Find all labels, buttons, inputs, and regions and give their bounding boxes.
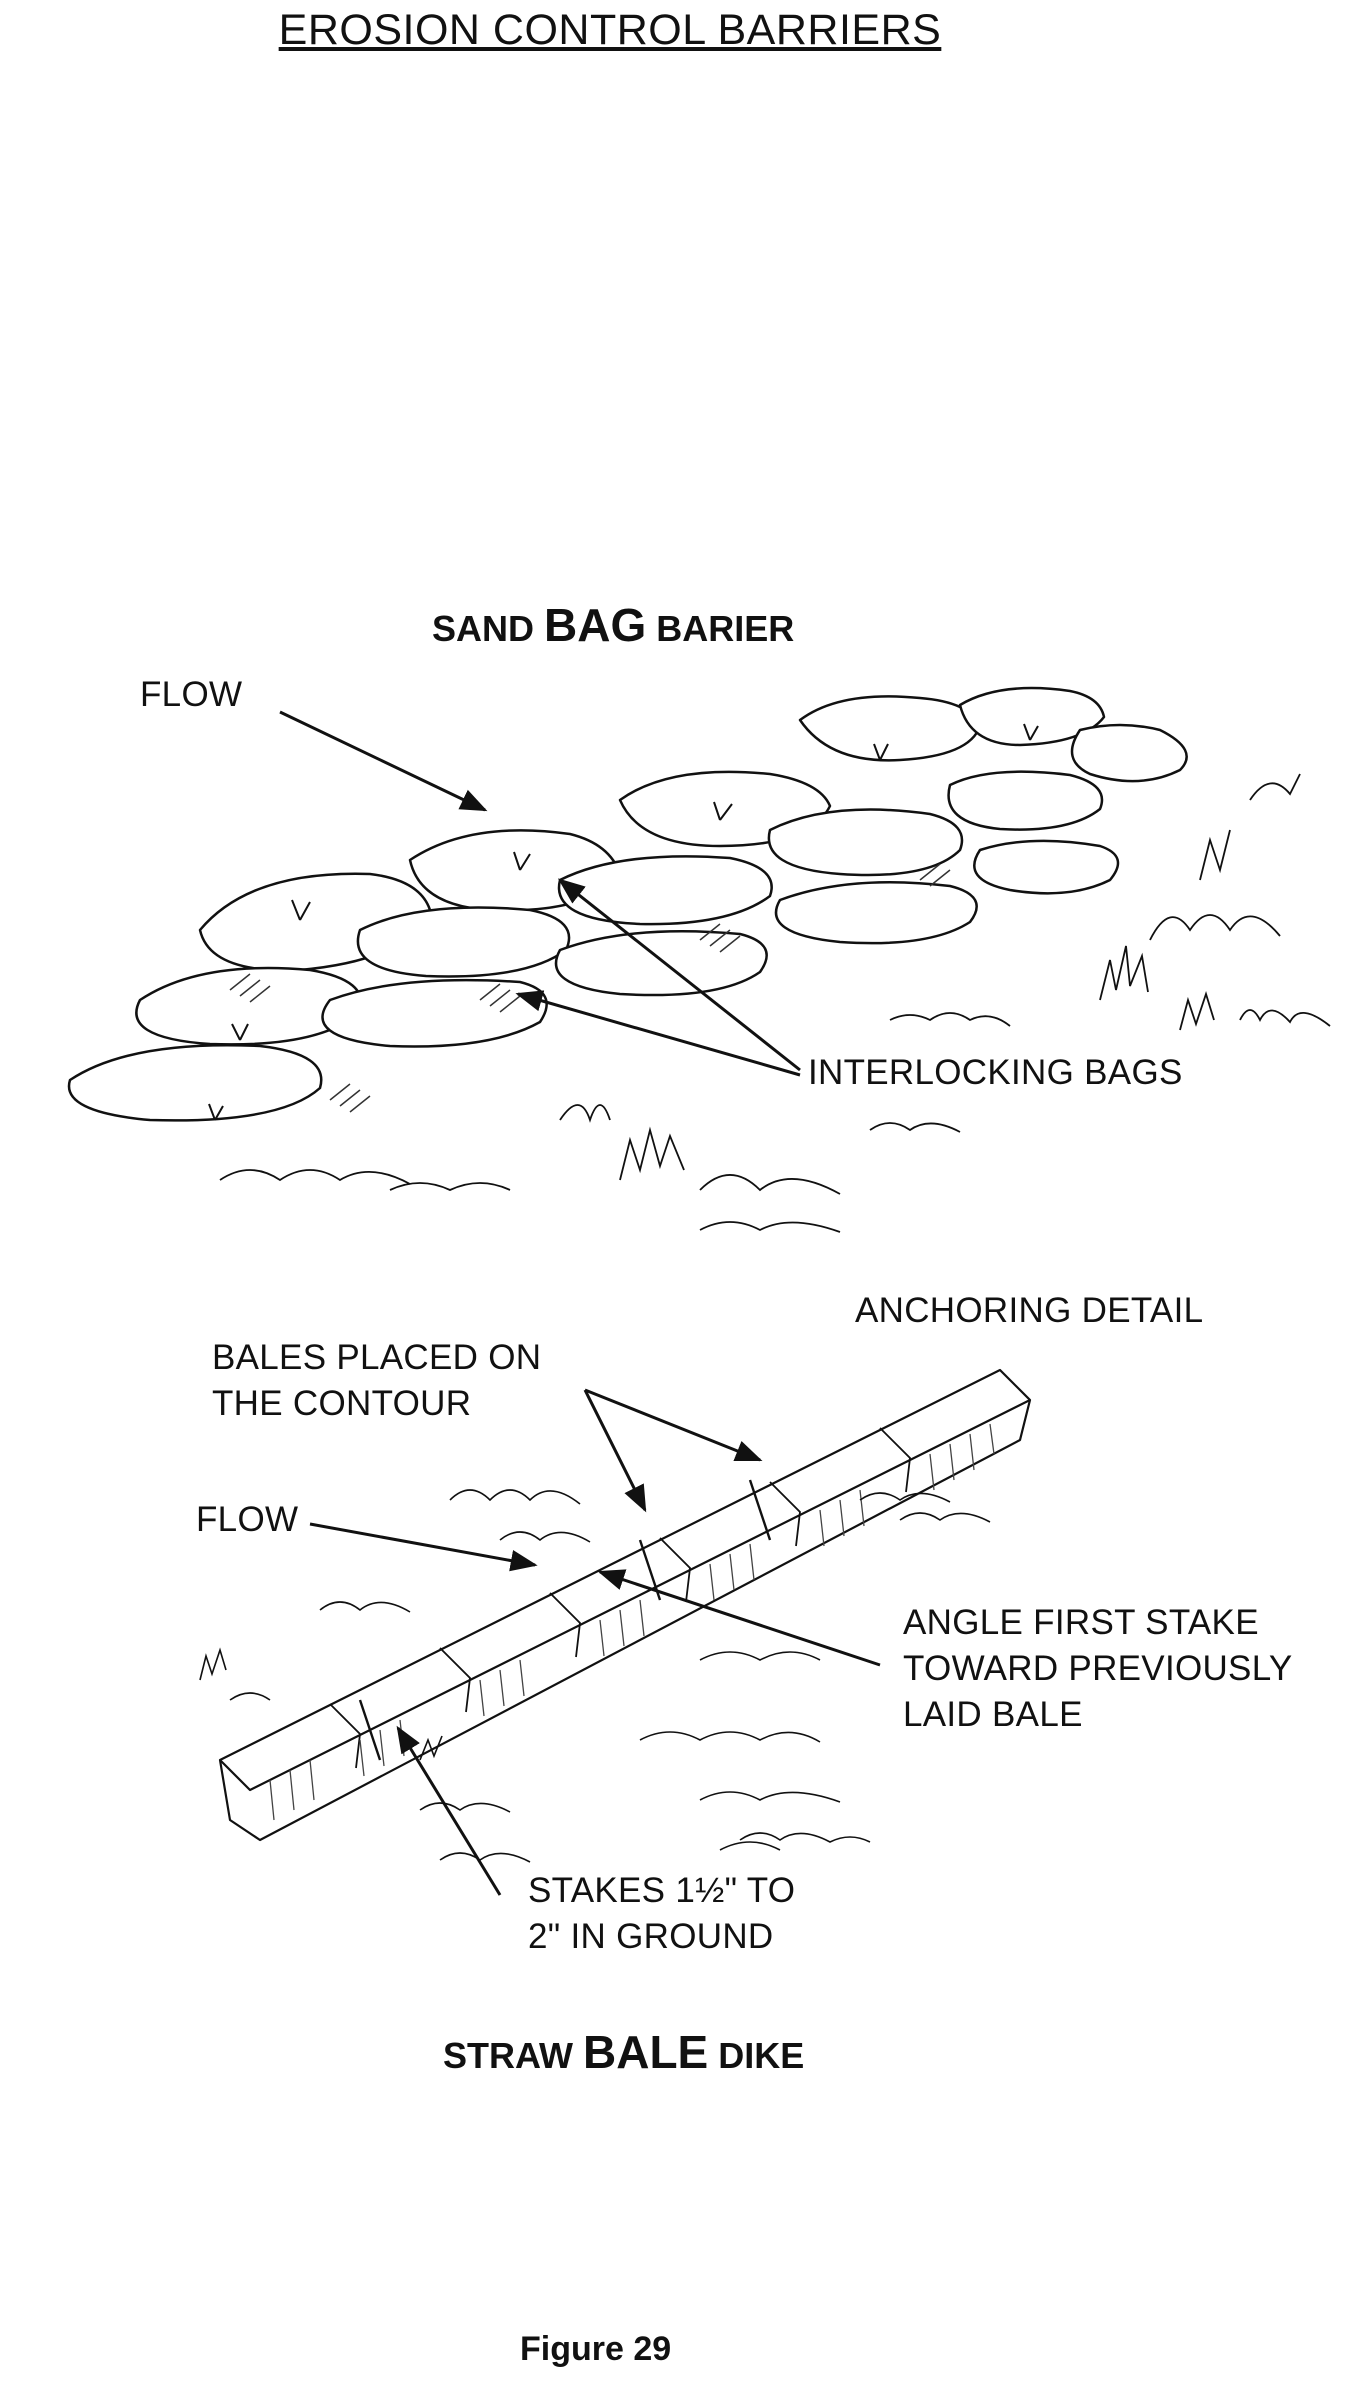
sandbag (958, 686, 1106, 747)
sandbag (356, 906, 571, 978)
strawbale-heading-big: BALE (583, 2026, 709, 2078)
sandbag (67, 1043, 323, 1122)
sandbag-heading-post: BARIER (646, 608, 795, 649)
angle-stake-arrow (597, 1569, 881, 1667)
angle-stake-label: ANGLE FIRST STAKE TOWARD PREVIOUSLY LAID… (903, 1600, 1293, 1738)
sandbag-drawing (67, 686, 1188, 1122)
bale-texture (269, 1423, 995, 1821)
angle-stake-line1: ANGLE FIRST STAKE (903, 1603, 1259, 1642)
bales-placed-line1: BALES PLACED ON (212, 1338, 542, 1377)
strawbale-heading-post: DIKE (708, 2035, 805, 2076)
strawbale-heading: STRAW BALE DIKE (443, 2025, 804, 2079)
interlocking-arrow-1 (557, 878, 801, 1072)
sandbag-ties (208, 723, 1039, 1121)
sandbag-hatching (229, 863, 951, 1113)
bales-placed-label: BALES PLACED ON THE CONTOUR (212, 1335, 541, 1427)
bales-placed-line2: THE CONTOUR (212, 1384, 472, 1423)
sandbag-heading-pre: SAND (432, 608, 545, 649)
angle-stake-line2: TOWARD PREVIOUSLY (903, 1649, 1293, 1688)
bale-divisions (329, 1427, 911, 1769)
strawbale-heading-pre: STRAW (443, 2035, 583, 2076)
stakes-label: STAKES 1½" TO 2" IN GROUND (528, 1868, 795, 1960)
strawbale-drawing (218, 1368, 1032, 1842)
grass (219, 773, 1331, 1233)
dike-body (218, 1368, 1032, 1842)
stakes-line2: 2" IN GROUND (528, 1917, 774, 1956)
sandbag (798, 695, 982, 762)
sandbag (973, 839, 1120, 895)
sandbag-flow-label: FLOW (140, 675, 243, 714)
interlocking-bags-label: INTERLOCKING BAGS (808, 1053, 1183, 1092)
sandbag (774, 880, 978, 945)
sandbag (767, 808, 964, 877)
bales-arrow-1 (584, 1388, 763, 1462)
sandbag-heading-big: BAG (544, 599, 647, 651)
stakes-line1: STAKES 1½" TO (528, 1871, 796, 1910)
sandbag (947, 770, 1104, 831)
sandbag (557, 855, 773, 926)
bales-arrow-2 (583, 1389, 647, 1513)
interlocking-arrow-2 (515, 990, 801, 1077)
sandbag (554, 929, 768, 997)
bale-grass (199, 1489, 991, 1863)
figure-label: Figure 29 (520, 2330, 672, 2368)
stakes-arrow (396, 1725, 502, 1896)
sandbag (321, 978, 548, 1048)
page-title: EROSION CONTROL BARRIERS (278, 6, 942, 54)
flow-arrow (279, 710, 488, 812)
angle-stake-line3: LAID BALE (903, 1695, 1083, 1734)
straw-flow-label: FLOW (196, 1500, 299, 1539)
flow-arrow-2 (309, 1522, 538, 1572)
sandbag (1070, 723, 1188, 783)
anchoring-detail-label: ANCHORING DETAIL (855, 1291, 1204, 1330)
sandbag-heading: SAND BAG BARIER (432, 598, 794, 652)
